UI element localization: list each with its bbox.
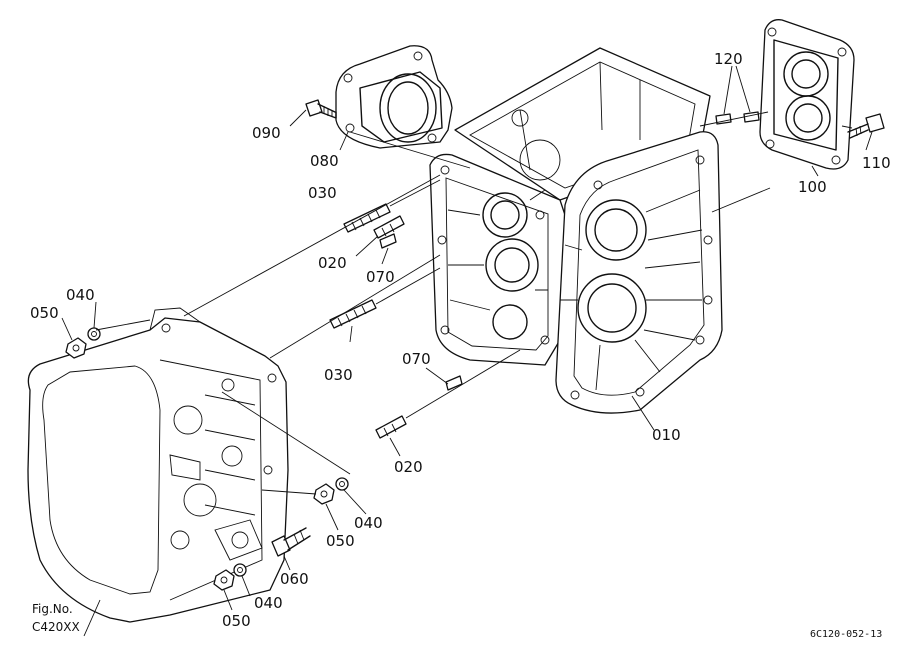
callout-110: 110 — [862, 154, 891, 172]
pin-070-lower — [445, 375, 463, 391]
callout-080: 080 — [310, 152, 339, 170]
bearing-cover-100 — [759, 19, 855, 170]
transmission-case — [429, 47, 723, 414]
leader-lines — [61, 65, 873, 637]
bolt-060 — [271, 527, 311, 557]
callout-040-a: 040 — [66, 286, 95, 304]
callout-040-c: 040 — [254, 594, 283, 612]
callout-120: 120 — [714, 50, 743, 68]
figure-number-label: Fig.No. — [32, 602, 73, 616]
callout-060: 060 — [280, 570, 309, 588]
callout-050-a: 050 — [30, 304, 59, 322]
callout-090: 090 — [252, 124, 281, 142]
stud-020-upper — [373, 215, 405, 239]
callout-030-upper: 030 — [308, 184, 337, 202]
callout-010: 010 — [652, 426, 681, 444]
figure-number-value: C420XX — [32, 620, 80, 634]
callout-100: 100 — [798, 178, 827, 196]
stud-020-lower — [375, 415, 407, 439]
center-lines — [95, 111, 853, 495]
callout-070-lower: 070 — [402, 350, 431, 368]
stud-030-upper — [343, 203, 391, 233]
stud-030-lower — [329, 299, 377, 329]
callout-050-b: 050 — [326, 532, 355, 550]
nut-050-b — [313, 483, 335, 505]
callout-070-upper: 070 — [366, 268, 395, 286]
bolt-090 — [305, 99, 337, 119]
reference-code: 6C120-052-13 — [810, 629, 882, 640]
pin-070-upper — [379, 233, 397, 249]
nut-050-a — [65, 337, 87, 359]
bolt-110 — [847, 113, 885, 139]
callout-020-lower: 020 — [394, 458, 423, 476]
washer-040-b — [335, 477, 349, 491]
bearing-cover-080 — [335, 45, 453, 149]
rear-housing — [27, 307, 289, 623]
washer-040-c — [233, 563, 247, 577]
callout-030-lower: 030 — [324, 366, 353, 384]
callout-050-c: 050 — [222, 612, 251, 630]
callout-040-b: 040 — [354, 514, 383, 532]
callout-020-upper: 020 — [318, 254, 347, 272]
nut-050-c — [213, 569, 235, 591]
